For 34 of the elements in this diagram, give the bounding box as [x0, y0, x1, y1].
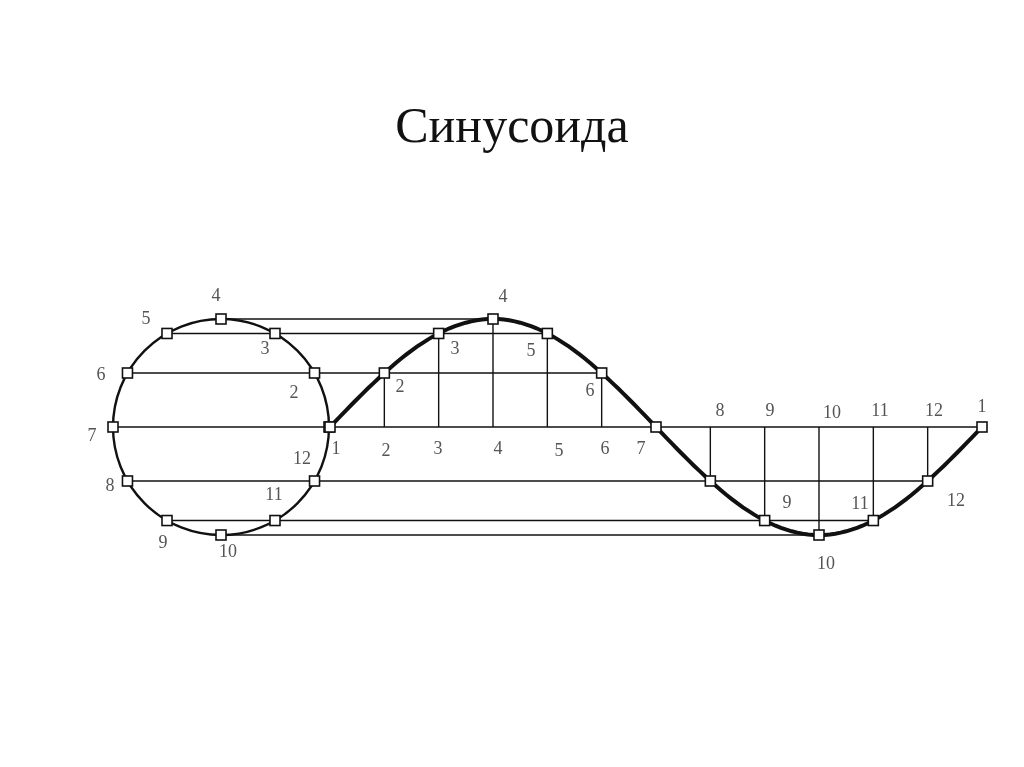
- point-number: 3: [433, 439, 443, 457]
- point-number: 9: [158, 533, 168, 551]
- point-number: 2: [289, 383, 299, 401]
- point-number: 11: [851, 494, 869, 512]
- point-number: 4: [493, 439, 503, 457]
- point-number: 5: [554, 441, 564, 459]
- point-number: 10: [817, 554, 835, 572]
- point-number: 11: [265, 485, 283, 503]
- point-number: 6: [96, 365, 106, 383]
- point-number: 12: [947, 491, 965, 509]
- point-number: 2: [395, 377, 405, 395]
- point-number: 1: [331, 439, 341, 457]
- point-number: 7: [87, 426, 97, 444]
- point-number: 5: [526, 341, 536, 359]
- point-number: 9: [782, 493, 792, 511]
- point-number: 10: [219, 542, 237, 560]
- point-number: 3: [260, 339, 270, 357]
- point-number: 7: [636, 439, 646, 457]
- point-number: 5: [141, 309, 151, 327]
- point-number: 6: [600, 439, 610, 457]
- point-number: 12: [293, 449, 311, 467]
- point-number: 8: [105, 476, 115, 494]
- point-number: 9: [765, 401, 775, 419]
- point-number: 10: [823, 403, 841, 421]
- point-number: 2: [381, 441, 391, 459]
- point-number: 1: [977, 397, 987, 415]
- title: Синусоида: [395, 98, 629, 153]
- point-number: 6: [585, 381, 595, 399]
- point-number: 12: [925, 401, 943, 419]
- point-number: 3: [450, 339, 460, 357]
- point-number: 8: [715, 401, 725, 419]
- point-number: 11: [871, 401, 889, 419]
- point-number: 4: [211, 286, 221, 304]
- point-number: 4: [498, 287, 508, 305]
